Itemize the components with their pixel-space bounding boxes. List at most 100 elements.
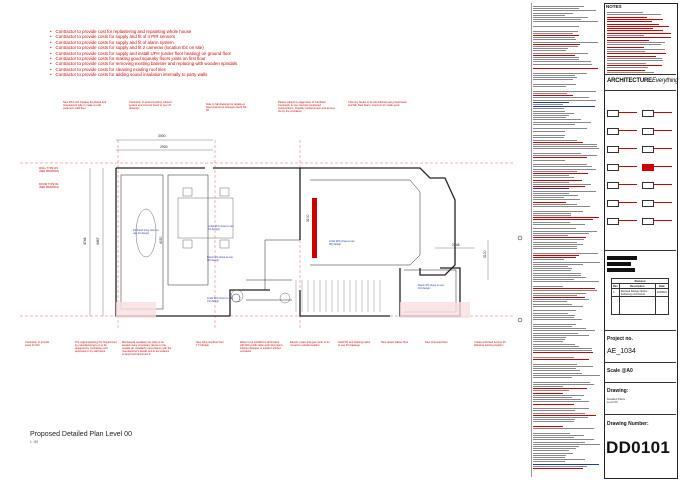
notes-text-line [533,8,579,10]
annot-blue-3: Room R1 (Area to use 00) design [207,256,233,263]
notes-text-line [533,363,577,365]
notes-text-line [533,166,592,168]
annot-top-1: New RSJ with Opaque fire-Rated and Intum… [63,101,107,111]
notes-text-line [533,246,577,248]
notes-text-line [533,334,589,336]
notes-text-line [533,6,584,8]
annot-bottom-10: Create and fitted access 00 following ex… [474,341,506,348]
rev-cell: 1 [611,288,620,297]
notes-text-line [607,53,666,55]
dimension-labels: 3000 2900 4744 4467 2248 3100 3100 4050 [83,134,487,258]
plan-scale: 1 : 50 [30,440,38,444]
notes-text-line [607,25,669,27]
notes-text-line [533,119,581,121]
notes-text-line [533,155,597,157]
notes-text-line [533,68,598,70]
notes-text-line [533,95,573,97]
notes-text-line [533,410,575,412]
divider [604,362,676,363]
notes-text-line [607,62,646,64]
notes-text-line [533,192,569,194]
annot-left-1: WALL TYPE W1 (SEE DRAWING) [39,167,60,174]
notes-text-line [533,435,584,437]
scope-note-item: Contractor to provide costs for supply a… [50,45,310,50]
notes-text-line [533,141,583,143]
revision-table: Revision Rev Description Date 1 Revised … [611,278,670,315]
notes-text-line [533,72,587,74]
divider [604,330,676,331]
legend-label-line [619,166,637,168]
notes-text-line [533,115,569,117]
notes-text-line [533,263,583,265]
notes-text-line [607,71,654,73]
notes-text-line [533,366,593,368]
drawing-sub-line: Detailed Plans [607,397,626,401]
notes-text-line [533,52,588,54]
rev-cell: Revised Design Option Following Comments [618,288,656,297]
notes-text-line [533,448,576,450]
notes-text-line [533,86,566,88]
notes-text-line [533,446,579,448]
notes-text-line [533,463,599,465]
legend-symbol [607,218,619,225]
notes-text-line [533,299,589,301]
notes-text-line [533,12,573,14]
notes-text-line [533,288,595,290]
notes-text-line [533,297,585,299]
notes-text-line [533,77,577,79]
notes-text-line [533,219,593,221]
notes-text-line [533,343,575,345]
legend-label-line [619,202,637,204]
notes-text-line [533,48,568,50]
legend-symbol [642,128,654,135]
legend-label-line [654,130,672,132]
notes-text-line [607,21,652,23]
notes-text-line [533,323,576,325]
scope-note-item: Contractor to provide cost for replaster… [50,29,310,34]
notes-text-line [533,370,580,372]
annot-top-4: Please subject to stage laser of mandato… [278,101,335,114]
scope-note-item: Contractor to provide costs for supply a… [50,34,310,39]
notes-text-line [533,281,599,283]
notes-text-line [533,203,577,205]
notes-text-line [533,177,574,179]
notes-text-line [533,399,581,401]
notes-text-line [533,117,566,119]
notes-text-line [533,294,577,296]
stairs [295,280,381,312]
notes-text-line [533,19,581,21]
notes-text-line [533,392,563,394]
notes-text-line [533,199,580,201]
legend-symbol [642,164,654,171]
notes-text-line [533,63,592,65]
notes-text-line [533,186,585,188]
legend-label-line [619,148,637,150]
notes-text-line [533,37,575,39]
notes-text-line [533,164,587,166]
notes-text-line [533,241,577,243]
notes-text-line [533,17,588,19]
notes-text-line [533,99,596,101]
scope-note-item: Contractor to provide costs for adding s… [50,72,310,77]
notes-text-line [533,50,566,52]
notes-text-line [533,179,582,181]
notes-text-line [533,417,588,419]
notes-text-line [533,305,583,307]
notes-text-line [533,457,565,459]
divider [604,74,676,75]
notes-text-line [533,314,575,316]
notes-text-line [533,461,565,463]
section-markers [231,235,523,323]
dimension-lines [89,139,489,316]
notes-text-line [533,173,588,175]
annot-top-5: Chimney breast to be demolished using st… [348,101,407,108]
notes-text-line [533,394,584,396]
notes-text-line [533,259,564,261]
annot-left-2: ROOM TYPE R1 (SEE DRAWING) [39,183,60,190]
notes-text-line [533,374,600,376]
notes-text-line [533,215,571,217]
notes-text-line [533,388,587,390]
drawing-number: DD0101 [606,438,671,457]
notes-text-line [533,217,599,219]
notes-text-line [533,135,565,137]
